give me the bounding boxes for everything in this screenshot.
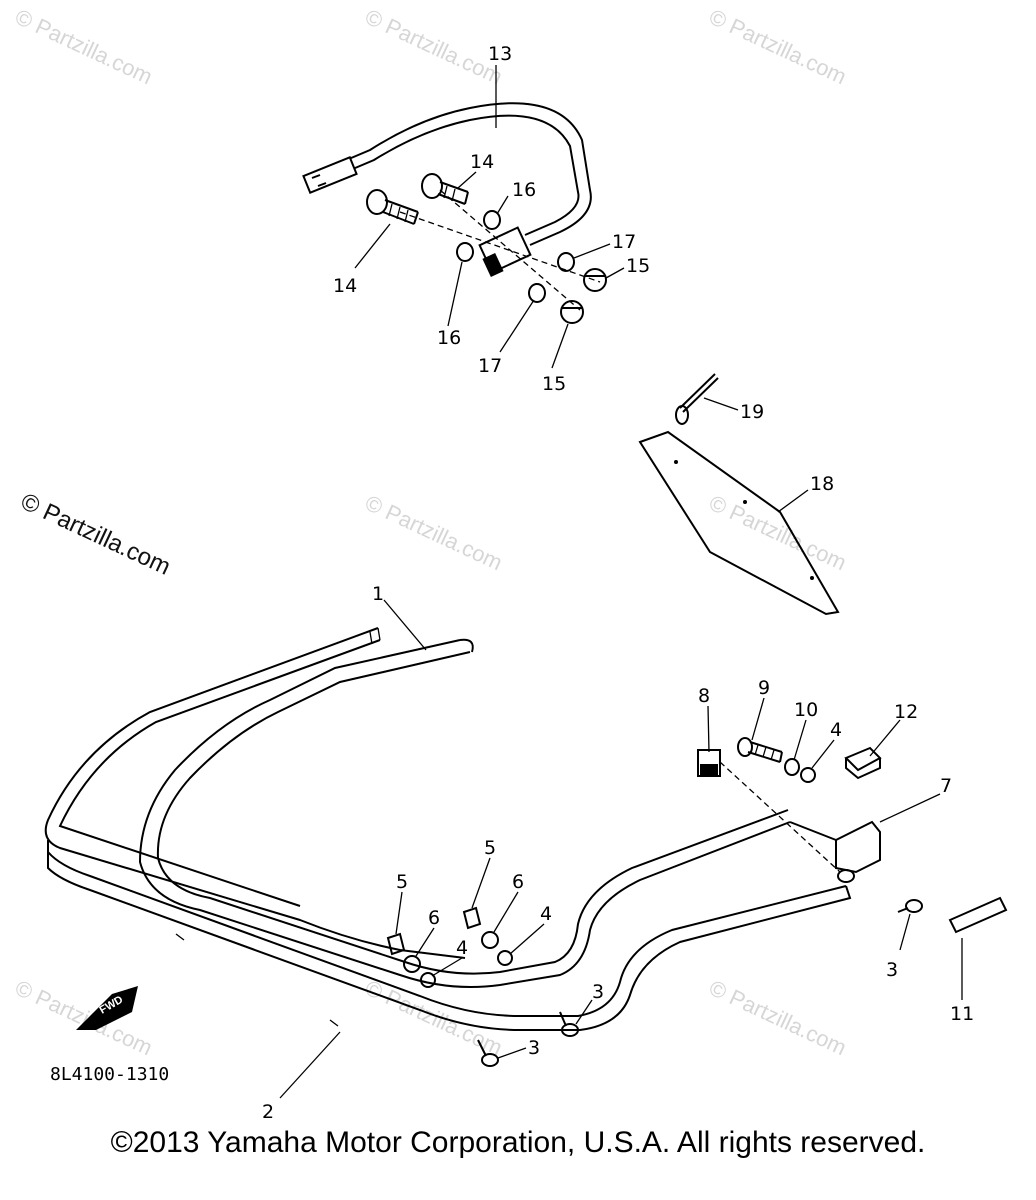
screw-3-right xyxy=(897,899,923,913)
cap-nut-15-a xyxy=(583,268,607,292)
screw-3-b xyxy=(477,1039,499,1067)
callout-6: 6 xyxy=(512,871,524,893)
callout-10: 10 xyxy=(794,699,818,721)
fwd-arrow-icon: FWD xyxy=(76,986,138,1030)
callout-5: 5 xyxy=(396,871,408,893)
leader-lines xyxy=(279,65,963,1099)
washer-6-a xyxy=(403,955,421,973)
nut-4-b xyxy=(497,950,513,966)
callout-11: 11 xyxy=(950,1003,974,1025)
callout-7: 7 xyxy=(940,775,952,797)
callout-14: 14 xyxy=(333,275,357,297)
diagram-part-code: 8L4100-1310 xyxy=(50,1064,169,1085)
callout-8: 8 xyxy=(698,685,710,707)
washer-17-b xyxy=(528,283,546,303)
callout-13: 13 xyxy=(488,43,512,65)
washer-6-b xyxy=(481,931,499,949)
cap-12 xyxy=(844,746,882,780)
callout-14: 14 xyxy=(470,151,494,173)
callout-labels: 13 14 14 16 16 17 17 15 15 19 18 1 2 5 5… xyxy=(262,43,974,1123)
clip-8 xyxy=(697,749,721,777)
copyright-footer: ©2013 Yamaha Motor Corporation, U.S.A. A… xyxy=(110,1126,926,1159)
nut-4-right xyxy=(800,767,816,783)
callout-3: 3 xyxy=(528,1037,540,1059)
strip-11 xyxy=(948,896,1008,934)
bumper-rail xyxy=(44,627,466,959)
rivet-19 xyxy=(675,373,719,425)
washer-10 xyxy=(784,758,800,776)
nut-4-a xyxy=(420,972,436,988)
bolt-14-a xyxy=(366,189,419,225)
callout-15: 15 xyxy=(626,255,650,277)
callout-3: 3 xyxy=(886,959,898,981)
handle-bar-13 xyxy=(302,102,592,278)
washer-17-a xyxy=(557,252,575,272)
callout-16: 16 xyxy=(512,179,536,201)
screw-3-a xyxy=(559,1011,579,1037)
callout-5: 5 xyxy=(484,837,496,859)
plate-18 xyxy=(638,430,840,616)
callout-3: 3 xyxy=(592,981,604,1003)
callout-12: 12 xyxy=(894,701,918,723)
callout-4: 4 xyxy=(830,719,842,741)
callout-1: 1 xyxy=(372,583,384,605)
cap-nut-15-b xyxy=(560,300,584,324)
callout-6: 6 xyxy=(428,907,440,929)
bumper-trim-2 xyxy=(47,840,852,1031)
bolt-5-a xyxy=(386,932,406,956)
bolt-14-b xyxy=(421,173,469,205)
callout-17: 17 xyxy=(478,355,502,377)
callout-9: 9 xyxy=(758,677,770,699)
callout-4: 4 xyxy=(540,903,552,925)
washer-16-a xyxy=(483,210,501,230)
bolt-9 xyxy=(737,737,783,763)
bracket-7 xyxy=(789,820,881,883)
callout-17: 17 xyxy=(612,231,636,253)
callout-19: 19 xyxy=(740,401,764,423)
bolt-5-b xyxy=(462,906,482,930)
bumper-frame-1 xyxy=(138,638,791,989)
callout-15: 15 xyxy=(542,373,566,395)
callout-16: 16 xyxy=(437,327,461,349)
washer-16-b xyxy=(456,242,474,262)
callout-18: 18 xyxy=(810,473,834,495)
callout-2: 2 xyxy=(262,1101,274,1123)
callout-4: 4 xyxy=(456,937,468,959)
